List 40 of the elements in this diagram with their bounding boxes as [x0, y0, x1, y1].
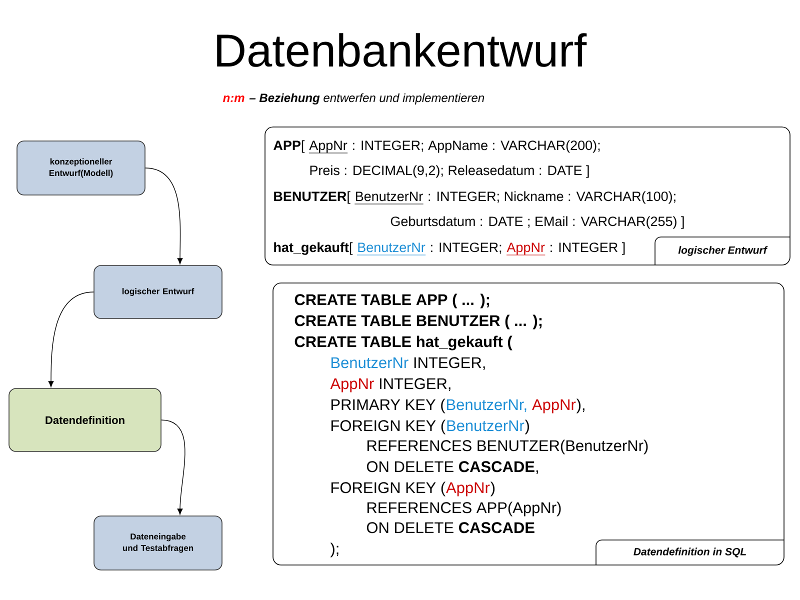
- node-label: BenutzerNr: [358, 242, 426, 252]
- code-line: ON DELETE CASCADE,: [366, 461, 538, 474]
- code-line: Geburtsdatum : DATE ; EMail : VARCHAR(255) ]: [390, 216, 684, 229]
- code-line: AppNr INTEGER,: [330, 378, 450, 392]
- code-line: CREATE TABLE APP ( ... );: [294, 294, 490, 308]
- process-box: konzeptioneller Entwurf(Modell): [16, 140, 146, 196]
- code-line: CREATE TABLE BENUTZER ( ... );: [294, 314, 542, 330]
- code-line: REFERENCES APP(AppNr): [367, 502, 561, 516]
- code-line: ON DELETE CASCADE: [366, 522, 534, 534]
- code-line: BENUTZER[ BenutzerNr : INTEGER; Nickname : VARCHAR(100);: [274, 191, 676, 204]
- code-line: hat_gekauft[ BenutzerNr : INTEGER; AppNr : INTEGER ]: [274, 242, 625, 256]
- tab-label: logischer Entwurf: [654, 236, 790, 266]
- code-line: PRIMARY KEY (BenutzerNr, AppNr),: [331, 398, 584, 414]
- code-line: FOREIGN KEY (BenutzerNr): [331, 420, 529, 434]
- code-line: CREATE TABLE hat_gekauft (: [294, 336, 512, 350]
- code-line: REFERENCES BENUTZER(BenutzerNr): [367, 440, 648, 454]
- process-box: Dateneingabe und Testabfragen: [94, 516, 222, 570]
- tab-label: Datendefinition in SQL: [596, 540, 784, 566]
- node-label: : INTEGER;: [431, 242, 502, 254]
- node-label: : INTEGER ]: [550, 242, 625, 255]
- arrow: [48, 292, 94, 388]
- subtitle: n:m – Beziehung entwerfen und implementieren: [223, 93, 484, 104]
- process-box: logischer Entwurf: [94, 265, 222, 319]
- node-label: hat_gekauft[: [274, 242, 353, 255]
- process-box: Datendefinition: [8, 388, 162, 452]
- code-line: BenutzerNr INTEGER,: [331, 357, 485, 370]
- code-line: );: [330, 542, 338, 558]
- node-label: ),: [576, 398, 584, 414]
- arrow: [145, 168, 183, 264]
- node-label: AppNr: [506, 242, 545, 255]
- code-line: APP[ AppNr : INTEGER; AppName : VARCHAR(200);: [274, 140, 600, 154]
- code-line: Preis : DECIMAL(9,2); Releasedatum : DATE ]: [310, 165, 589, 178]
- code-line: FOREIGN KEY (AppNr): [331, 482, 495, 496]
- title: Datenbankentwurf: [217, 33, 587, 67]
- node-label: PRIMARY KEY (: [331, 398, 446, 414]
- arrow: [161, 420, 186, 515]
- node-label: BenutzerNr,: [447, 399, 526, 412]
- node-label: AppNr: [532, 399, 576, 414]
- code-panel: [272, 282, 784, 566]
- code-panel: [264, 126, 790, 266]
